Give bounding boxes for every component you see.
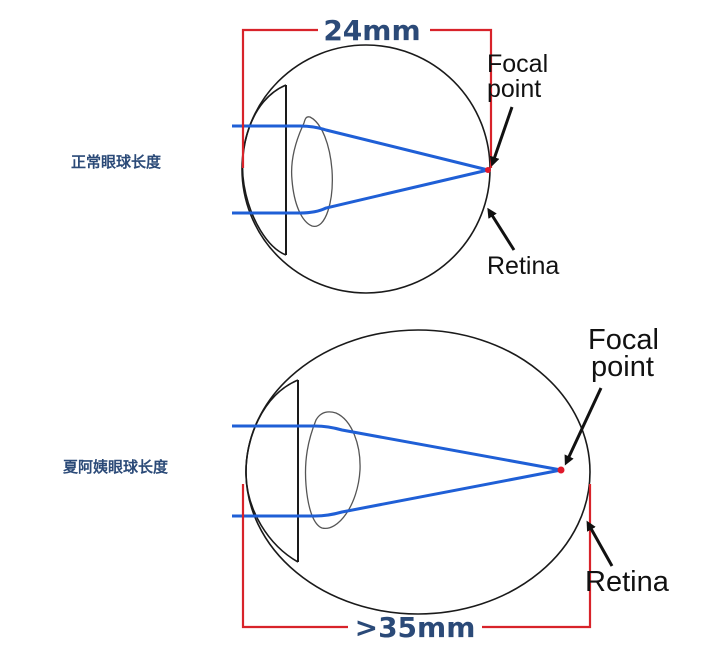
long-ray-upper [232,424,562,472]
normal-focal-label-line2: point [487,75,541,103]
normal-eye-label: 正常眼球长度 [71,153,162,171]
long-focal-label-line1: Focal [588,324,659,356]
normal-lens [290,116,333,227]
normal-retina-arrow [487,207,516,251]
long-measure-bracket [241,484,592,629]
normal-ray-lower [232,168,489,215]
normal-focal-arrow [489,106,514,167]
long-eye-figure: >35mm Focal point Retina 夏阿姨眼球长度 [62,324,670,644]
normal-ray-upper [232,124,489,172]
long-measure-label: >35mm [355,611,476,644]
normal-eyeball [241,44,491,294]
normal-measure-label: 24mm [323,14,420,47]
long-cornea [245,379,299,563]
normal-retina-label: Retina [487,252,559,280]
long-focal-arrow [564,387,603,466]
long-focal-dot [557,466,565,474]
long-eye-label: 夏阿姨眼球长度 [62,458,169,476]
normal-focal-label-line1: Focal [487,50,548,78]
normal-focal-dot [485,167,491,173]
long-lens [304,411,361,529]
long-retina-arrow [586,520,614,567]
normal-eye-figure: 24mm Focal point Retina 正常眼球长度 [71,14,559,294]
normal-cornea [241,84,287,256]
normal-measure-bracket [241,28,493,168]
long-retina-label: Retina [585,566,670,598]
long-ray-lower [232,468,562,518]
long-focal-label-line2: point [591,351,654,383]
